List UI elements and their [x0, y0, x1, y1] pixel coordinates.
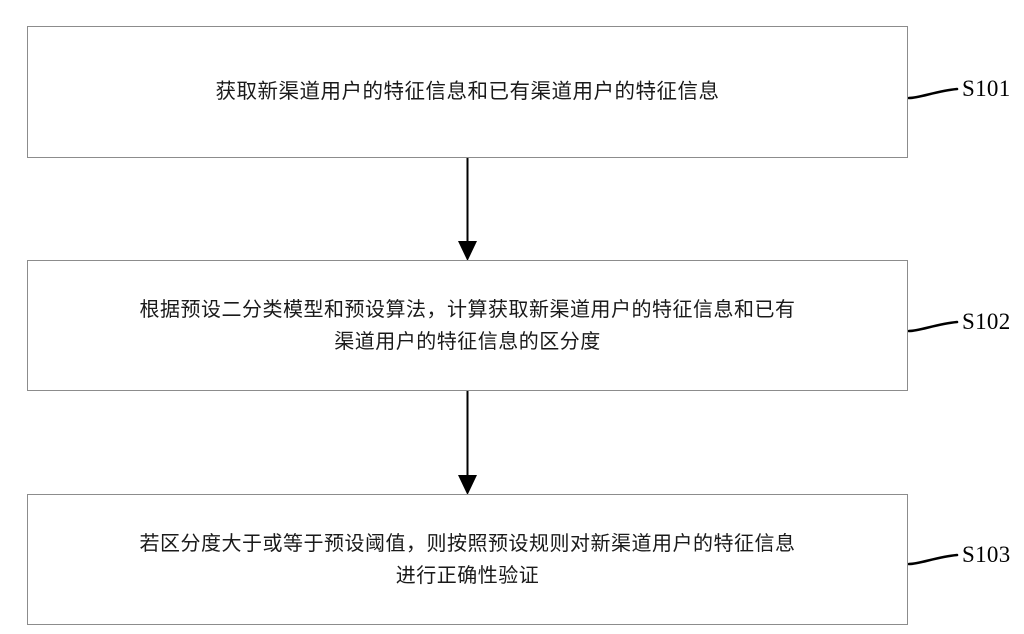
leader-line-s103 — [907, 553, 959, 566]
step-label-s103: S103 — [962, 542, 1011, 567]
step-label-s102: S102 — [962, 309, 1011, 334]
flow-node-s102[interactable]: 根据预设二分类模型和预设算法，计算获取新渠道用户的特征信息和已有 渠道用户的特征… — [27, 260, 908, 391]
flow-node-s101-text: 获取新渠道用户的特征信息和已有渠道用户的特征信息 — [215, 81, 720, 103]
step-label-s101: S101 — [962, 76, 1011, 101]
connector-s102-s103 — [458, 391, 477, 495]
flow-node-s103-text: 若区分度大于或等于预设阈值，则按照预设规则对新渠道用户的特征信息 进行正确性验证 — [139, 532, 796, 587]
leader-line-s101 — [907, 87, 959, 100]
connector-s101-s102 — [458, 158, 477, 261]
leader-line-s102 — [907, 320, 959, 333]
flow-node-s102-text: 根据预设二分类模型和预设算法，计算获取新渠道用户的特征信息和已有 渠道用户的特征… — [139, 298, 796, 353]
flow-node-s101[interactable]: 获取新渠道用户的特征信息和已有渠道用户的特征信息 — [27, 26, 908, 158]
flow-node-s103[interactable]: 若区分度大于或等于预设阈值，则按照预设规则对新渠道用户的特征信息 进行正确性验证 — [27, 494, 908, 625]
